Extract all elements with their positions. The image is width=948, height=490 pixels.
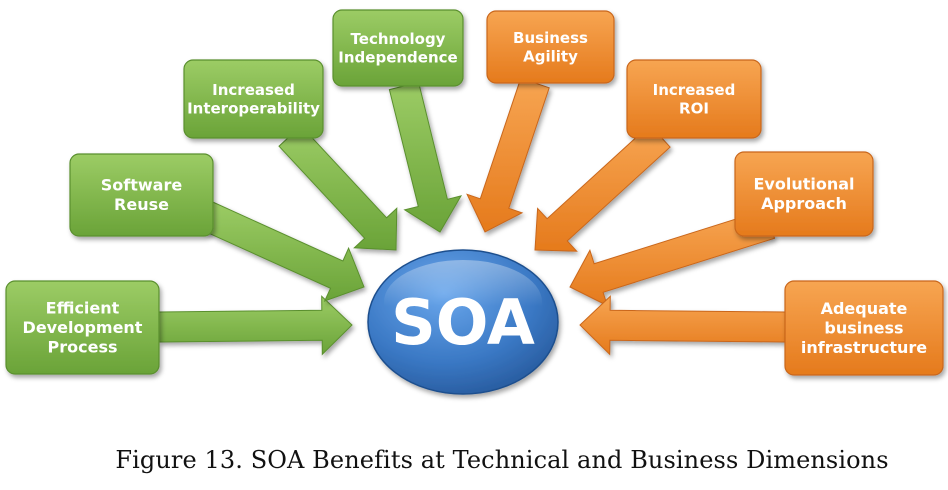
technical-arrow-software-reuse: [198, 200, 365, 302]
business-arrow-increased-roi: [534, 124, 671, 252]
technical-benefit-box-bg: [69, 153, 214, 237]
technical-arrow-increased-interoperability: [278, 125, 398, 251]
business-benefit-label: infrastructure: [801, 338, 927, 357]
technical-benefit-label: Software: [101, 176, 183, 195]
technical-benefit-box-bg: [183, 59, 324, 139]
business-benefit-label: ROI: [679, 99, 709, 117]
soa-hub-highlight: [384, 260, 542, 344]
business-benefit-label: Agility: [523, 47, 578, 65]
business-benefit-box-bg: [486, 10, 615, 84]
business-benefit-label: Increased: [653, 81, 736, 99]
technical-benefit-label: Independence: [338, 48, 457, 66]
business-arrow-business-agility: [466, 77, 550, 233]
business-arrow-evolutional-approach: [569, 209, 776, 307]
business-benefit-label: Approach: [761, 194, 847, 213]
technical-arrow-efficient-development-process: [158, 295, 353, 356]
business-arrow-adequate-business-infrastructure: [579, 295, 786, 356]
technical-benefit-label: Technology: [351, 30, 446, 48]
business-benefit-label: Business: [513, 29, 588, 47]
business-benefit-label: Evolutional: [753, 175, 854, 194]
soa-hub-label: SOA: [391, 286, 535, 359]
business-benefit-label: Adequate: [821, 299, 908, 318]
technical-benefit-box-bg: [5, 280, 160, 375]
technical-benefit-label: Process: [48, 337, 118, 356]
figure-caption: Figure 13. SOA Benefits at Technical and…: [115, 446, 889, 474]
technical-arrow-technology-independence: [388, 81, 463, 233]
business-benefit-box-bg: [784, 280, 944, 376]
business-benefit-box-bg: [626, 59, 762, 139]
technical-benefit-label: Interoperability: [187, 99, 320, 117]
business-benefit-label: business: [824, 318, 903, 337]
technical-benefit-box-bg: [332, 9, 464, 87]
technical-benefit-label: Reuse: [114, 195, 169, 214]
technical-benefit-label: Increased: [212, 81, 295, 99]
technical-benefit-label: Development: [23, 318, 143, 337]
business-benefit-box-bg: [734, 151, 874, 237]
technical-benefit-label: Efficient: [46, 298, 120, 317]
soa-hub: SOA: [367, 249, 559, 395]
